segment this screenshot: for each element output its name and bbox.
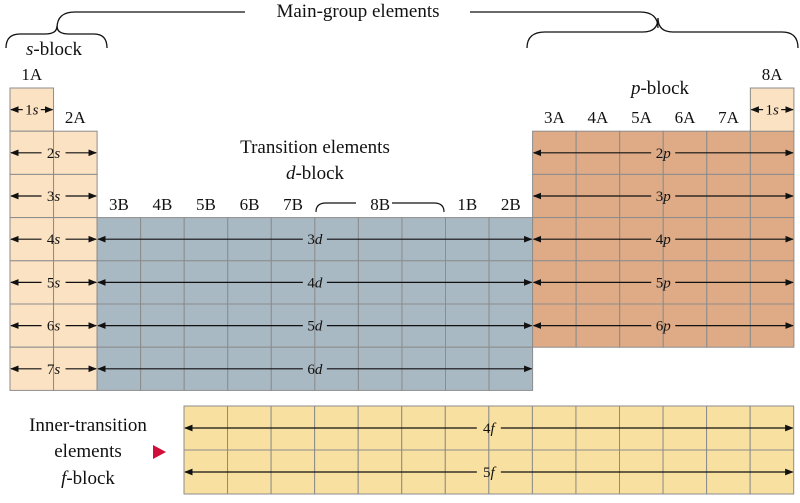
8b-span-line — [315, 202, 445, 213]
inner-transition-label: Inner-transition — [29, 415, 147, 436]
orbital-6s-label: 6s — [47, 319, 61, 335]
group-6b-label: 6B — [240, 195, 260, 214]
orbital-6p-label: 6p — [656, 319, 672, 335]
orbital-4d-label: 4d — [307, 275, 323, 291]
orbital-3p-label: 3p — [656, 189, 672, 205]
group-8b-label: 8B — [370, 195, 390, 214]
main-group-label: Main-group elements — [276, 1, 439, 22]
orbital-5s-label: 5s — [47, 275, 61, 291]
orbital-4f-label: 4f — [483, 421, 497, 437]
orbital-1s-noble-label: 1s — [765, 103, 779, 119]
transition-elements-title: Transition elements — [240, 137, 390, 158]
orbital-4s-label: 4s — [47, 232, 61, 248]
orbital-5d-label: 5d — [307, 319, 323, 335]
group-8a-label: 8A — [762, 65, 784, 84]
p-block-brace — [526, 17, 799, 49]
s-block-brace — [5, 25, 108, 49]
orbital-7s-label: 7s — [47, 362, 61, 378]
d-block-label: d-block — [286, 163, 345, 184]
s-block-label: s-block — [26, 39, 82, 60]
orbital-5f-label: 5f — [483, 465, 497, 481]
orbital-4p-label: 4p — [656, 232, 672, 248]
group-7a-label: 7A — [718, 108, 740, 127]
group-7b-label: 7B — [283, 195, 303, 214]
group-4b-label: 4B — [153, 195, 173, 214]
group-5a-label: 5A — [631, 108, 653, 127]
group-6a-label: 6A — [675, 108, 697, 127]
orbital-1s-label: 1s — [25, 103, 39, 119]
group-4a-label: 4A — [588, 108, 610, 127]
group-3b-label: 3B — [109, 195, 129, 214]
pointer-triangle-icon — [153, 445, 166, 459]
orbital-2p-label: 2p — [656, 146, 672, 162]
group-2a-label: 2A — [65, 108, 87, 127]
group-2b-label: 2B — [501, 195, 521, 214]
orbital-5p-label: 5p — [656, 275, 672, 291]
main-group-brace — [56, 11, 659, 29]
group-5b-label: 5B — [196, 195, 216, 214]
orbital-3d-label: 3d — [307, 232, 323, 248]
p-block-label: p-block — [629, 78, 690, 99]
group-3a-label: 3A — [544, 108, 566, 127]
orbital-6d-label: 6d — [307, 362, 323, 378]
group-1a-label: 1A — [21, 65, 43, 84]
inner-transition-elements-label: elements — [54, 441, 122, 462]
orbital-3s-label: 3s — [47, 189, 61, 205]
group-1b-label: 1B — [457, 195, 477, 214]
orbital-2s-label: 2s — [47, 146, 61, 162]
f-block-label: f-block — [61, 468, 115, 489]
